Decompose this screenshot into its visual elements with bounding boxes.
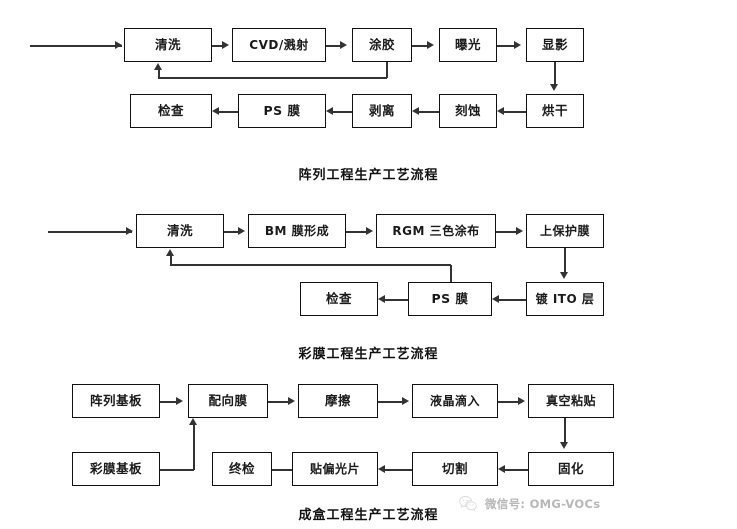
node-array-bottom-0[interactable]: 检查 bbox=[130, 94, 212, 128]
node-cf-bottom-2[interactable]: 镀 ITO 层 bbox=[526, 282, 604, 316]
cf-input-arrowhead bbox=[126, 226, 133, 235]
node-array-bottom-1[interactable]: PS 膜 bbox=[238, 94, 326, 128]
cell-arrowhead-b4-b3 bbox=[498, 464, 505, 473]
node-cf-top-2[interactable]: RGM 三色涂布 bbox=[376, 214, 496, 248]
array-link-1-2 bbox=[326, 45, 344, 47]
node-array-top-2[interactable]: 涂胶 bbox=[352, 28, 412, 62]
cell-link-b4-b3 bbox=[502, 469, 528, 471]
node-cell-top-0[interactable]: 阵列基板 bbox=[72, 384, 160, 418]
node-cf-bottom-1[interactable]: PS 膜 bbox=[408, 282, 492, 316]
node-cell-bottom-3[interactable]: 切割 bbox=[412, 452, 498, 486]
node-cell-bottom-2[interactable]: 贴偏光片 bbox=[292, 452, 378, 486]
cell-link-1-2 bbox=[268, 401, 292, 403]
cell-arrowhead-b3-b2 bbox=[378, 464, 385, 473]
node-cell-top-3[interactable]: 液晶滴入 bbox=[412, 384, 498, 418]
node-cf-bottom-0[interactable]: 检查 bbox=[300, 282, 378, 316]
caption-colorfilter: 彩膜工程生产工艺流程 bbox=[298, 347, 439, 362]
array-link-b2-b1 bbox=[330, 111, 352, 113]
node-cell-top-4[interactable]: 真空粘贴 bbox=[528, 384, 614, 418]
cell-arrowhead-2-3 bbox=[402, 396, 409, 405]
node-cf-top-0[interactable]: 清洗 bbox=[136, 214, 224, 248]
array-arrowhead-b4-b3 bbox=[497, 106, 504, 115]
cell-link-b2-b1 bbox=[266, 469, 292, 471]
node-array-bottom-4[interactable]: 烘干 bbox=[526, 94, 584, 128]
array-link-b4-b3 bbox=[501, 111, 526, 113]
array-arrowhead-2-3 bbox=[427, 40, 434, 49]
cf-link-1-2 bbox=[346, 231, 370, 233]
cell-down-line bbox=[564, 418, 566, 444]
cf-down-line bbox=[564, 248, 566, 274]
array-feedback-stub bbox=[158, 70, 160, 78]
array-arrowhead-1-2 bbox=[340, 40, 347, 49]
array-arrowhead-b2-b1 bbox=[326, 106, 333, 115]
cell-down-arrowhead bbox=[559, 442, 568, 449]
node-cell-top-2[interactable]: 摩擦 bbox=[298, 384, 378, 418]
cell-arrowhead-0-1 bbox=[176, 396, 183, 405]
array-arrowhead-3-4 bbox=[514, 40, 521, 49]
cell-link-0-1 bbox=[160, 401, 180, 403]
watermark: 微信号: OMG-VOCs bbox=[458, 494, 600, 514]
array-arrowhead-0-1 bbox=[222, 40, 229, 49]
cf-link-2-3 bbox=[496, 231, 520, 233]
cf-down-arrowhead bbox=[559, 272, 568, 279]
watermark-label: 微信号: OMG-VOCs bbox=[485, 497, 601, 511]
array-link-3-4 bbox=[497, 45, 518, 47]
array-arrowhead-b3-b2 bbox=[412, 106, 419, 115]
array-link-0-1 bbox=[212, 45, 225, 47]
node-cell-top-1[interactable]: 配向膜 bbox=[188, 384, 268, 418]
array-link-b1-b0 bbox=[216, 111, 238, 113]
cf-feedback-riser bbox=[450, 265, 452, 282]
array-input-line bbox=[30, 45, 122, 47]
node-array-top-4[interactable]: 显影 bbox=[526, 28, 584, 62]
node-array-bottom-2[interactable]: 剥离 bbox=[352, 94, 412, 128]
cell-arrowhead-3-4 bbox=[518, 396, 525, 405]
array-link-2-3 bbox=[412, 45, 431, 47]
node-array-top-0[interactable]: 清洗 bbox=[124, 28, 212, 62]
array-feedback-arrowhead bbox=[154, 63, 162, 70]
wechat-icon bbox=[459, 496, 477, 512]
node-array-top-3[interactable]: 曝光 bbox=[439, 28, 497, 62]
node-cell-bottom-1[interactable]: 终检 bbox=[212, 452, 272, 486]
cf-arrowhead-2-3 bbox=[516, 226, 523, 235]
cell-arrowhead-1-2 bbox=[288, 396, 295, 405]
array-input-arrowhead bbox=[115, 40, 122, 49]
cf-feedback-stub bbox=[170, 256, 172, 265]
cf-input-line bbox=[48, 231, 132, 233]
node-cell-bottom-4[interactable]: 固化 bbox=[528, 452, 614, 486]
cf-feedback-line bbox=[170, 264, 451, 266]
node-cell-bottom-0[interactable]: 彩膜基板 bbox=[72, 452, 160, 486]
node-array-top-1[interactable]: CVD/溅射 bbox=[232, 28, 326, 62]
cell-feedback-line bbox=[160, 469, 194, 471]
node-cf-top-3[interactable]: 上保护膜 bbox=[526, 214, 604, 248]
cf-arrowhead-1-2 bbox=[366, 226, 373, 235]
cell-link-b3-b2 bbox=[382, 469, 412, 471]
cf-arrowhead-b1-b0 bbox=[378, 294, 385, 303]
array-down-line bbox=[554, 62, 556, 86]
cf-feedback-arrowhead bbox=[166, 249, 174, 256]
cf-link-b1-b0 bbox=[382, 299, 408, 301]
array-feedback-line bbox=[158, 77, 387, 79]
cell-feedback-riser bbox=[193, 425, 195, 470]
cf-link-0-1 bbox=[224, 231, 242, 233]
node-cf-top-1[interactable]: BM 膜形成 bbox=[248, 214, 346, 248]
cell-feedback-arrowhead bbox=[189, 418, 197, 425]
cell-link-2-3 bbox=[378, 401, 406, 403]
cf-link-b2-b1 bbox=[496, 299, 526, 301]
array-link-b3-b2 bbox=[416, 111, 439, 113]
array-feedback-riser bbox=[386, 62, 388, 78]
cf-arrowhead-b2-b1 bbox=[492, 294, 499, 303]
array-arrowhead-b1-b0 bbox=[212, 106, 219, 115]
node-array-bottom-3[interactable]: 刻蚀 bbox=[439, 94, 497, 128]
cf-arrowhead-0-1 bbox=[238, 226, 245, 235]
caption-array: 阵列工程生产工艺流程 bbox=[298, 168, 439, 183]
caption-cell: 成盒工程生产工艺流程 bbox=[298, 508, 439, 523]
cell-link-3-4 bbox=[498, 401, 522, 403]
array-down-arrowhead bbox=[549, 84, 558, 91]
